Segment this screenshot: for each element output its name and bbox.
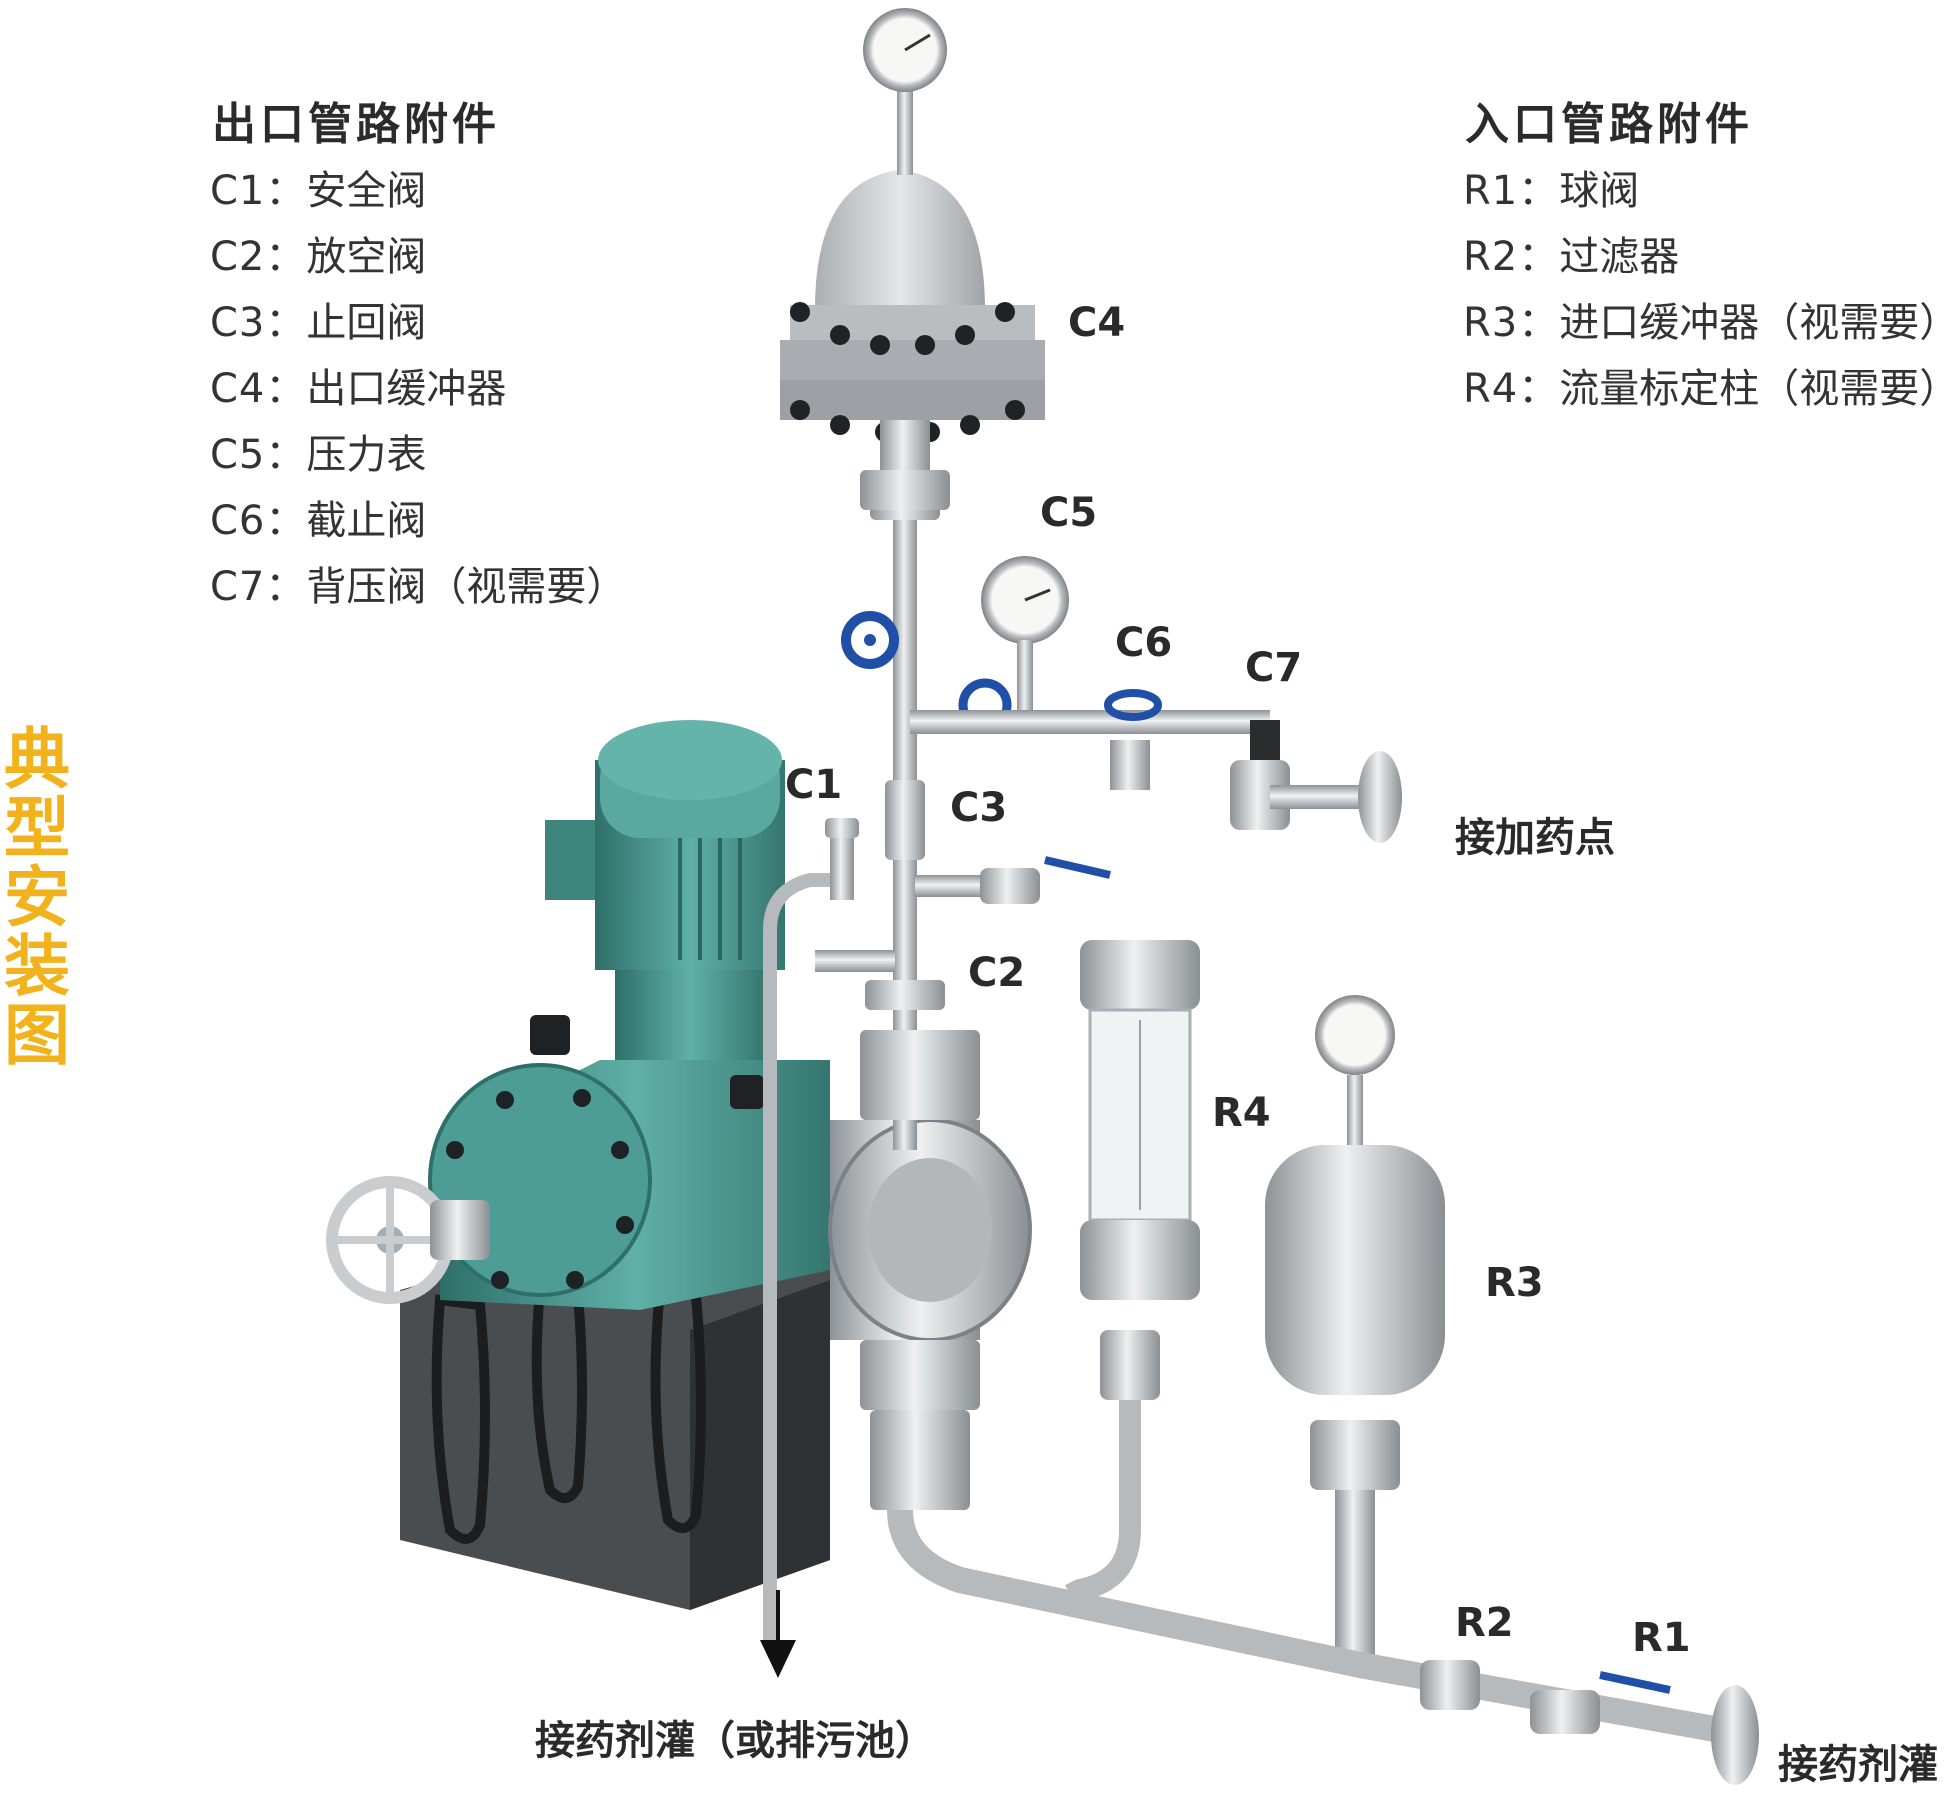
tank-drain-label: 接药剂灌（或排污池） <box>535 1718 935 1764</box>
callout-c6: C6 <box>1115 620 1173 666</box>
relief-vent-valves <box>763 818 1111 1640</box>
suction-manifold <box>887 1509 1759 1785</box>
outlet-legend-item: C4：出口缓冲器 <box>210 366 507 412</box>
outlet-legend-item: C1：安全阀 <box>210 168 427 214</box>
callout-c3: C3 <box>950 785 1008 831</box>
drain-arrow-icon <box>760 1590 796 1678</box>
tank-label: 接药剂灌 <box>1778 1742 1938 1788</box>
vertical-page-title: 典型安装图 <box>4 721 70 1074</box>
pump-head <box>828 1118 1032 1342</box>
callout-c7: C7 <box>1245 645 1303 691</box>
outlet-legend-item: C6：截止阀 <box>210 498 427 544</box>
callout-r2: R2 <box>1455 1600 1514 1646</box>
inlet-legend-item: R2：过滤器 <box>1463 234 1680 280</box>
inlet-legend-item: R1：球阀 <box>1463 168 1640 214</box>
outlet-legend-item: C7：背压阀（视需要） <box>210 564 627 610</box>
outlet-legend-item: C5：压力表 <box>210 432 427 478</box>
dosing-point-label: 接加药点 <box>1455 815 1615 861</box>
discharge-pipe <box>860 470 980 1510</box>
callout-c5: C5 <box>1040 490 1098 536</box>
inlet-dampener <box>1265 995 1445 1660</box>
calibration-column <box>1065 940 1200 1605</box>
callout-r3: R3 <box>1485 1260 1544 1306</box>
dosing-branch <box>910 556 1402 843</box>
outlet-legend-title: 出口管路附件 <box>212 99 500 150</box>
callout-c4: C4 <box>1068 300 1126 346</box>
outlet-dampener <box>780 8 1045 510</box>
inlet-legend-item: R3：进口缓冲器（视需要） <box>1463 300 1948 346</box>
callout-r4: R4 <box>1212 1090 1271 1136</box>
callout-c2: C2 <box>968 950 1026 996</box>
callout-c1: C1 <box>785 762 843 808</box>
callout-r1: R1 <box>1632 1615 1691 1661</box>
inlet-legend-title: 入口管路附件 <box>1465 99 1753 150</box>
outlet-legend-item: C2：放空阀 <box>210 234 427 280</box>
blue-handwheel <box>841 611 899 669</box>
pump-body <box>326 1015 830 1310</box>
motor <box>545 720 785 1060</box>
inlet-legend-item: R4：流量标定柱（视需要） <box>1463 366 1948 412</box>
outlet-legend-item: C3：止回阀 <box>210 300 427 346</box>
